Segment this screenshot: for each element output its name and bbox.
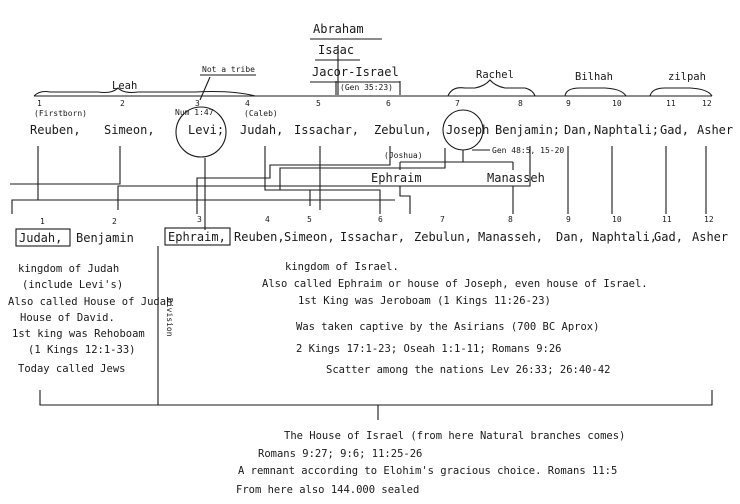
svg-text:7: 7: [440, 215, 445, 224]
joseph-sons-lines: [399, 149, 514, 170]
svg-text:Also called Ephraim or house o: Also called Ephraim or house of Joseph, …: [262, 278, 648, 290]
tribe-names: Reuben, Simeon, Levi; Judah, Issachar, Z…: [30, 123, 733, 137]
svg-text:11: 11: [662, 215, 672, 224]
tribe-number: 12: [702, 99, 712, 108]
gen-35-ref: (Gen 35:23): [340, 83, 393, 92]
svg-text:(1 Kings 12:1-33): (1 Kings 12:1-33): [28, 344, 135, 356]
bottom-text: The House of Israel (from here Natural b…: [236, 430, 625, 496]
tribe-name: Judah: [240, 123, 276, 137]
tribe-number: 10: [612, 99, 622, 108]
son-manasseh: Manasseh: [487, 171, 545, 185]
caleb-note: (Caleb): [244, 109, 278, 118]
tribe-name: Levi: [188, 123, 217, 137]
svg-text:The House of Israel (from here: The House of Israel (from here Natural b…: [284, 430, 625, 442]
judah-kingdom-text: kingdom of Judah (include Levi's) Also c…: [8, 263, 172, 375]
svg-text:1st king was Rehoboam: 1st king was Rehoboam: [12, 328, 145, 340]
israel-tribes-row: 3 4 5 6 7 8 9 10 11 12 Ephraim, Reuben, …: [164, 215, 728, 246]
tribe-name: Simeon: [104, 123, 147, 137]
mother-rachel: Rachel: [476, 69, 514, 81]
svg-text:A remnant according to Elohim': A remnant according to Elohim's gracious…: [238, 465, 617, 477]
levi-circle: [175, 106, 227, 158]
ancestor-isaac: Isaac: [318, 43, 354, 57]
svg-text:5: 5: [307, 215, 312, 224]
joshua-note: (Joshua): [384, 151, 423, 160]
firstborn-note: (Firstborn): [34, 109, 87, 118]
tribe-name: Benjamin: [495, 123, 553, 137]
son-ephraim: Ephraim: [371, 171, 422, 185]
mother-bilhah: Bilhah: [575, 71, 613, 83]
ancestor-abraham: Abraham: [313, 22, 364, 36]
tribe-name: Dan: [564, 123, 586, 137]
tribe-name: Gad: [660, 123, 682, 137]
zilpah-brace: [649, 87, 713, 97]
tribe-number: 2: [120, 99, 125, 108]
svg-text:kingdom of Judah: kingdom of Judah: [18, 263, 119, 275]
gen-ref-brackets: [335, 81, 401, 95]
tribe-number: 1: [37, 99, 42, 108]
tribe-name: Asher: [697, 123, 733, 137]
svg-text:(include Levi's): (include Levi's): [22, 279, 123, 291]
svg-text:Scatter among the nations Lev: Scatter among the nations Lev 26:33; 26:…: [326, 364, 610, 376]
tribe-number: 1: [40, 217, 45, 226]
tribe-number: 5: [316, 99, 321, 108]
svg-text:3: 3: [197, 215, 202, 224]
ephraim-box: [164, 227, 231, 246]
tribe-name: Joseph: [446, 123, 489, 137]
svg-text:House of David.: House of David.: [20, 312, 115, 324]
tribe-name: Issachar: [294, 123, 352, 137]
svg-text:Was taken captive by the Asiri: Was taken captive by the Asirians (700 B…: [296, 321, 599, 333]
gen-48-note: Gen 48:5, 15-20: [492, 146, 564, 155]
svg-text:From here also 144.000 sealed: From here also 144.000 sealed: [236, 484, 419, 496]
israel-tribe-names: Ephraim, Reuben, Simeon, Issachar, Zebul…: [168, 230, 728, 244]
tribe-number: 4: [245, 99, 250, 108]
svg-text:6: 6: [378, 215, 383, 224]
svg-text:8: 8: [508, 215, 513, 224]
svg-text:Today called Jews: Today called Jews: [18, 363, 125, 375]
tribe-number: 2: [112, 217, 117, 226]
tribe-number: 11: [666, 99, 676, 108]
svg-text:2 Kings 17:1-23; Oseah 1:1-11;: 2 Kings 17:1-23; Oseah 1:1-11; Romans 9:…: [296, 343, 562, 355]
ancestor-jacob-israel: Jacor-Israel: [312, 65, 399, 79]
division-label: Division: [165, 298, 174, 337]
tribe-number: 7: [455, 99, 460, 108]
svg-text:Also called House of Judah: Also called House of Judah: [8, 296, 172, 308]
bilhah-brace: [564, 87, 627, 97]
svg-text:10: 10: [612, 215, 622, 224]
svg-text:1st King was Jeroboam (1 Kings: 1st King was Jeroboam (1 Kings 11:26-23): [298, 295, 551, 307]
mother-leah: Leah: [112, 80, 137, 92]
svg-text:12: 12: [704, 215, 714, 224]
not-a-tribe-note: Not a tribe: [202, 65, 255, 74]
bottom-bracket: [39, 390, 713, 420]
tribe-name: Reuben: [30, 123, 73, 137]
rachel-brace: [447, 79, 536, 97]
svg-text:Romans 9:27; 9:6; 11:25-26: Romans 9:27; 9:6; 11:25-26: [258, 448, 422, 460]
mother-zilpah: zilpah: [668, 71, 706, 83]
num-1-47-note: Num 1:47: [175, 108, 214, 117]
tribe-number: 6: [386, 99, 391, 108]
svg-text:kingdom of Israel.: kingdom of Israel.: [285, 261, 399, 273]
svg-text:9: 9: [566, 215, 571, 224]
tribe-number: 9: [566, 99, 571, 108]
judah-tribes: Judah, Benjamin: [19, 231, 134, 245]
leah-brace: [33, 87, 256, 97]
tribe-number: 3: [195, 99, 200, 108]
svg-text:4: 4: [265, 215, 270, 224]
tribe-name: Naphtali: [594, 123, 652, 137]
israel-kingdom-text: kingdom of Israel. Also called Ephraim o…: [262, 261, 648, 376]
tribe-number: 8: [518, 99, 523, 108]
judah-box: [15, 228, 71, 247]
top-tribes-row: 1 2 3 4 5 6 7 8 9 10 11 12 Reuben, Simeo…: [30, 99, 733, 137]
connector-lines: [10, 146, 707, 230]
tribe-name: Zebulun: [374, 123, 425, 137]
